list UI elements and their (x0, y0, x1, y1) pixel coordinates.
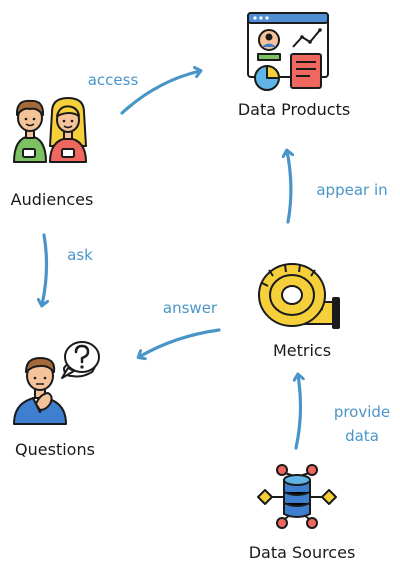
arrow-access (120, 71, 200, 115)
edge-label-provide-data-line1: provide (333, 403, 391, 421)
node-label-data-sources: Data Sources (248, 543, 356, 562)
edge-label-provide-data-line2: data (345, 427, 379, 445)
edge-label-access: access (87, 71, 139, 89)
edge-label-ask: ask (67, 246, 93, 264)
node-label-audiences: Audiences (10, 190, 94, 209)
node-label-data-products: Data Products (237, 100, 351, 119)
arrow-answer (139, 328, 221, 357)
people-icon (13, 97, 87, 163)
edge-label-appear-in: appear in (316, 181, 388, 199)
edge-label-answer: answer (162, 299, 218, 317)
database-network-icon (257, 464, 337, 529)
dashboard-icon (247, 12, 329, 91)
arrow-ask (42, 233, 46, 305)
node-label-metrics: Metrics (272, 341, 332, 360)
arrow-appear-in (287, 151, 291, 224)
edge-label-provide-data: provide data (324, 400, 400, 448)
tape-measure-icon (258, 263, 340, 329)
thinking-person-icon (13, 341, 100, 425)
node-label-questions: Questions (15, 440, 95, 459)
arrow-provide-data (296, 375, 300, 450)
